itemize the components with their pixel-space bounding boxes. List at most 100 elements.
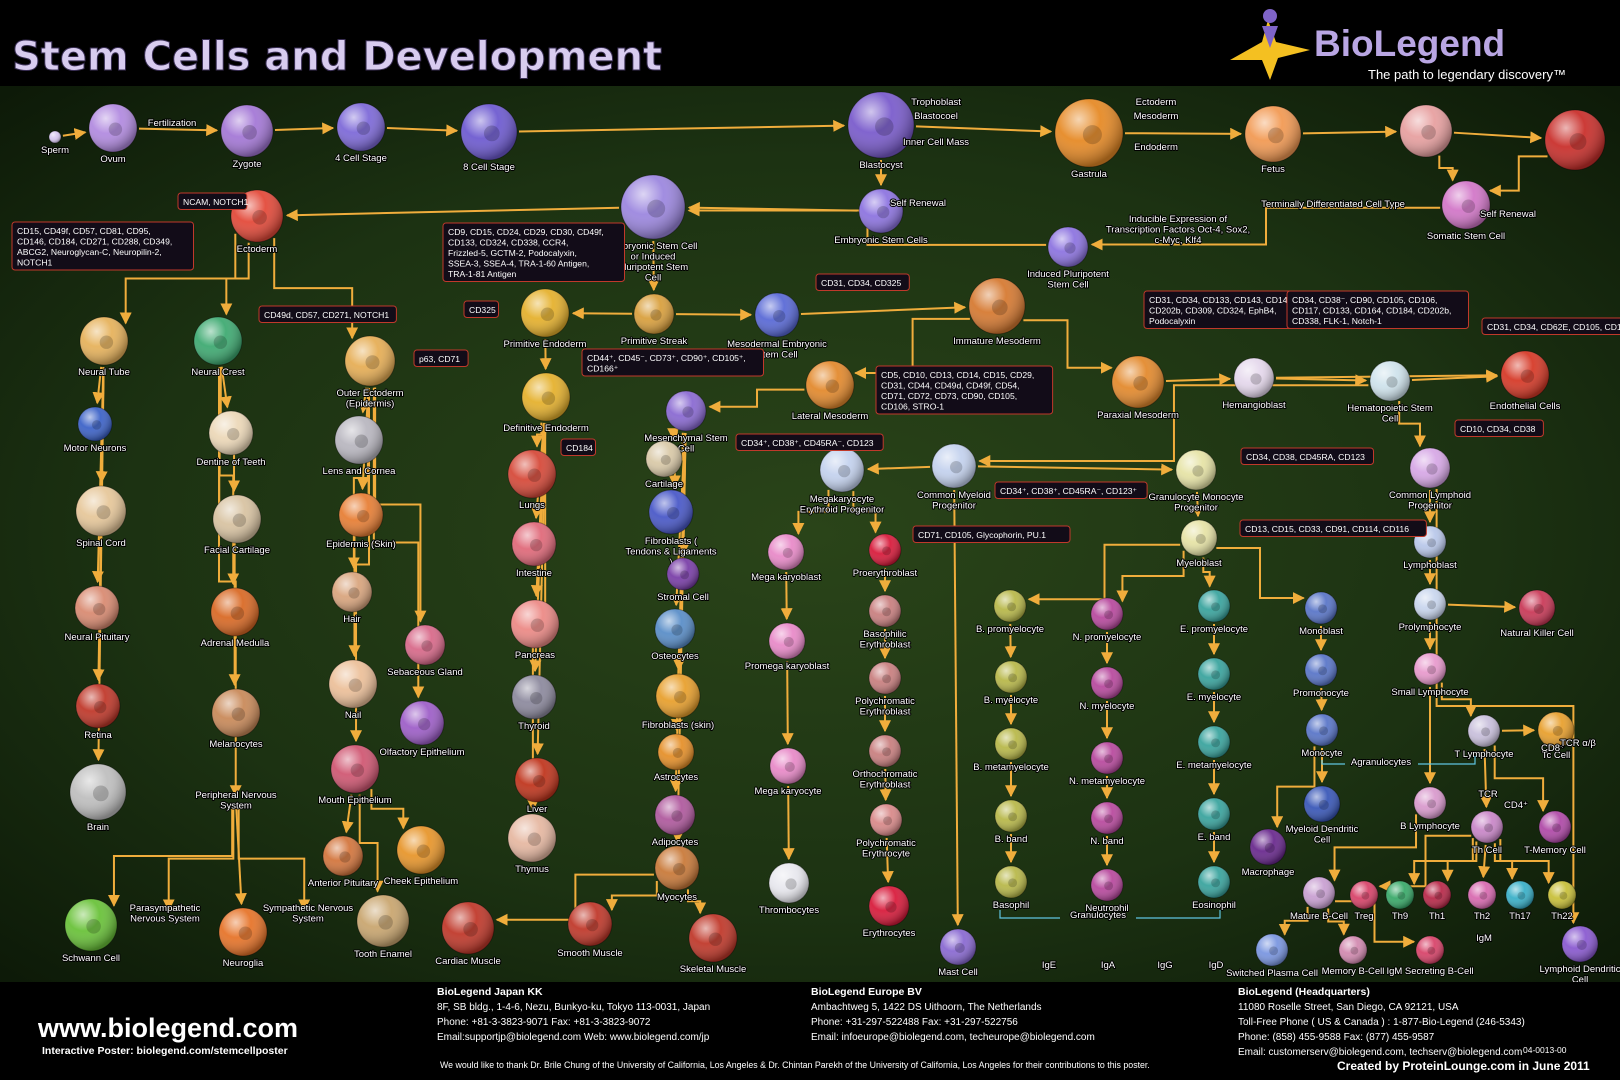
node-osteocytes[interactable]: Osteocytes (650, 608, 700, 663)
node-thyroid[interactable]: Thyroid (511, 674, 557, 733)
node-smooth[interactable]: Smooth Muscle (556, 901, 624, 960)
node-brain[interactable]: Brain (69, 763, 127, 834)
node-tmemory[interactable]: T-Memory Cell (1523, 810, 1587, 857)
node-melanocytes[interactable]: Melanocytes (208, 688, 264, 751)
node-th2[interactable]: Th2 (1467, 880, 1497, 923)
node-somatic[interactable]: Somatic Stem Cell (1426, 180, 1506, 243)
node-myeloblast[interactable]: Myeloblast (1175, 519, 1223, 570)
node-plasma[interactable]: Switched Plasma Cell (1225, 933, 1319, 980)
node-npro[interactable]: N. promyelocyte (1072, 597, 1142, 644)
node-olfactory[interactable]: Olfactory Epithelium (378, 700, 466, 759)
node-schwann[interactable]: Schwann Cell (61, 898, 121, 965)
node-bmeta[interactable]: B. metamyelocyte (972, 727, 1050, 774)
node-thymus[interactable]: Thymus (507, 813, 557, 876)
node-cartilage[interactable]: Cartilage (644, 440, 684, 491)
node-escells[interactable]: Embryonic Stem Cells (833, 188, 929, 247)
node-antpit[interactable]: Anterior Pituitary (307, 835, 379, 890)
node-prolymphocyte[interactable]: Prolymphocyte (1398, 587, 1462, 634)
node-monoblast[interactable]: Monoblast (1298, 591, 1344, 638)
node-megakaryoblast[interactable]: Mega karyoblast (750, 533, 822, 584)
node-intestine[interactable]: Intestine (511, 521, 557, 580)
node-primendo[interactable]: Primitive Endoderm (503, 288, 588, 351)
node-adult[interactable] (1544, 109, 1606, 171)
node-motorneurons[interactable]: Motor Neurons (63, 406, 128, 455)
node-thrombocytes[interactable]: Thrombocytes (758, 862, 820, 917)
node-tccell[interactable]: Tc Cell (1537, 711, 1575, 762)
node-tlymph[interactable]: T Lymphocyte (1453, 714, 1515, 761)
node-fibroblasts[interactable]: Fibroblasts (Tendons & Ligaments) (624, 489, 718, 569)
node-nmye[interactable]: N. myelocyte (1079, 666, 1135, 713)
node-emeta[interactable]: E. metamyelocyte (1175, 725, 1253, 772)
node-zygote[interactable]: Zygote (220, 104, 274, 171)
node-ovum[interactable]: Ovum (88, 103, 138, 166)
node-gastrula[interactable]: Gastrula (1054, 98, 1124, 181)
node-bband[interactable]: B. band (994, 799, 1028, 846)
node-fibroskin[interactable]: Fibroblasts (skin) (641, 673, 715, 732)
node-myocytes[interactable]: Myocytes (654, 845, 700, 904)
node-basophil[interactable]: Basophil (992, 865, 1030, 912)
node-epro[interactable]: E. promyelocyte (1179, 589, 1249, 636)
node-hemangioblast[interactable]: Hemangioblast (1221, 357, 1287, 412)
node-cardiac[interactable]: Cardiac Muscle (434, 901, 502, 968)
node-pituitary[interactable]: Neural Pituitary (64, 585, 131, 644)
node-erythrocytes[interactable]: Erythrocytes (862, 885, 917, 940)
node-nk[interactable]: Natural Killer Cell (1499, 589, 1575, 640)
node-th17[interactable]: Th17 (1505, 880, 1535, 923)
node-skeletal[interactable]: Skeletal Muscle (679, 913, 747, 976)
node-th1[interactable]: Th1 (1422, 880, 1452, 923)
interactive-poster-link[interactable]: Interactive Poster: biolegend.com/stemce… (42, 1045, 288, 1057)
node-igmsec[interactable]: IgM Secreting B-Cell (1385, 935, 1475, 978)
node-liver[interactable]: Liver (514, 757, 560, 816)
node-thcell[interactable]: Th Cell (1470, 810, 1504, 857)
node-promonocyte[interactable]: Promonocyte (1292, 653, 1350, 700)
node-neuroglia[interactable]: Neuroglia (218, 907, 268, 970)
node-mast[interactable]: Mast Cell (937, 928, 979, 979)
node-neuraltube[interactable]: Neural Tube (77, 316, 131, 379)
node-treg[interactable]: Treg (1349, 880, 1379, 923)
node-promega[interactable]: Promega karyoblast (744, 622, 831, 673)
node-memoryb[interactable]: Memory B-Cell (1321, 935, 1385, 978)
node-stromal[interactable]: Stromal Cell (656, 557, 710, 604)
node-nband[interactable]: N. band (1089, 801, 1125, 848)
node-neuralcrest[interactable]: Neural Crest (190, 316, 246, 379)
node-tooth[interactable]: Tooth Enamel (353, 894, 413, 961)
node-immature[interactable]: Immature Mesoderm (952, 277, 1042, 348)
node-nail[interactable]: Nail (328, 659, 378, 722)
node-bpro[interactable]: B. promyelocyte (975, 589, 1045, 636)
node-cheek[interactable]: Cheek Epithelium (383, 825, 459, 888)
node-retina[interactable]: Retina (75, 683, 121, 742)
node-blymph[interactable]: B Lymphocyte (1399, 786, 1461, 833)
node-paraxial[interactable]: Paraxial Mesoderm (1096, 355, 1180, 422)
node-eosinophil[interactable]: Eosinophil (1191, 865, 1237, 912)
node-sebaceous[interactable]: Sebaceous Gland (386, 624, 464, 679)
node-matureb[interactable]: Mature B-Cell (1289, 876, 1349, 923)
node-hair[interactable]: Hair (331, 571, 373, 626)
node-pancreas[interactable]: Pancreas (510, 599, 560, 662)
node-megakaryocyte[interactable]: Mega karyocyte (753, 747, 823, 798)
node-epidermis[interactable]: Epidermis (Skin) (325, 492, 397, 551)
node-nmeta[interactable]: N. metamyelocyte (1068, 741, 1146, 788)
node-outerecto[interactable]: Outer Ectoderm(Epidermis) (335, 335, 405, 411)
node-eband[interactable]: E. band (1197, 797, 1231, 844)
node-defendo[interactable]: Definitive Endoderm (502, 372, 590, 435)
node-astrocytes[interactable]: Astrocytes (653, 733, 699, 784)
node-lateral[interactable]: Lateral Mesoderm (791, 360, 869, 423)
node-adrenal[interactable]: Adrenal Medulla (200, 587, 271, 650)
node-monocyte[interactable]: Monocyte (1300, 713, 1344, 760)
node-th9[interactable]: Th9 (1385, 880, 1415, 923)
